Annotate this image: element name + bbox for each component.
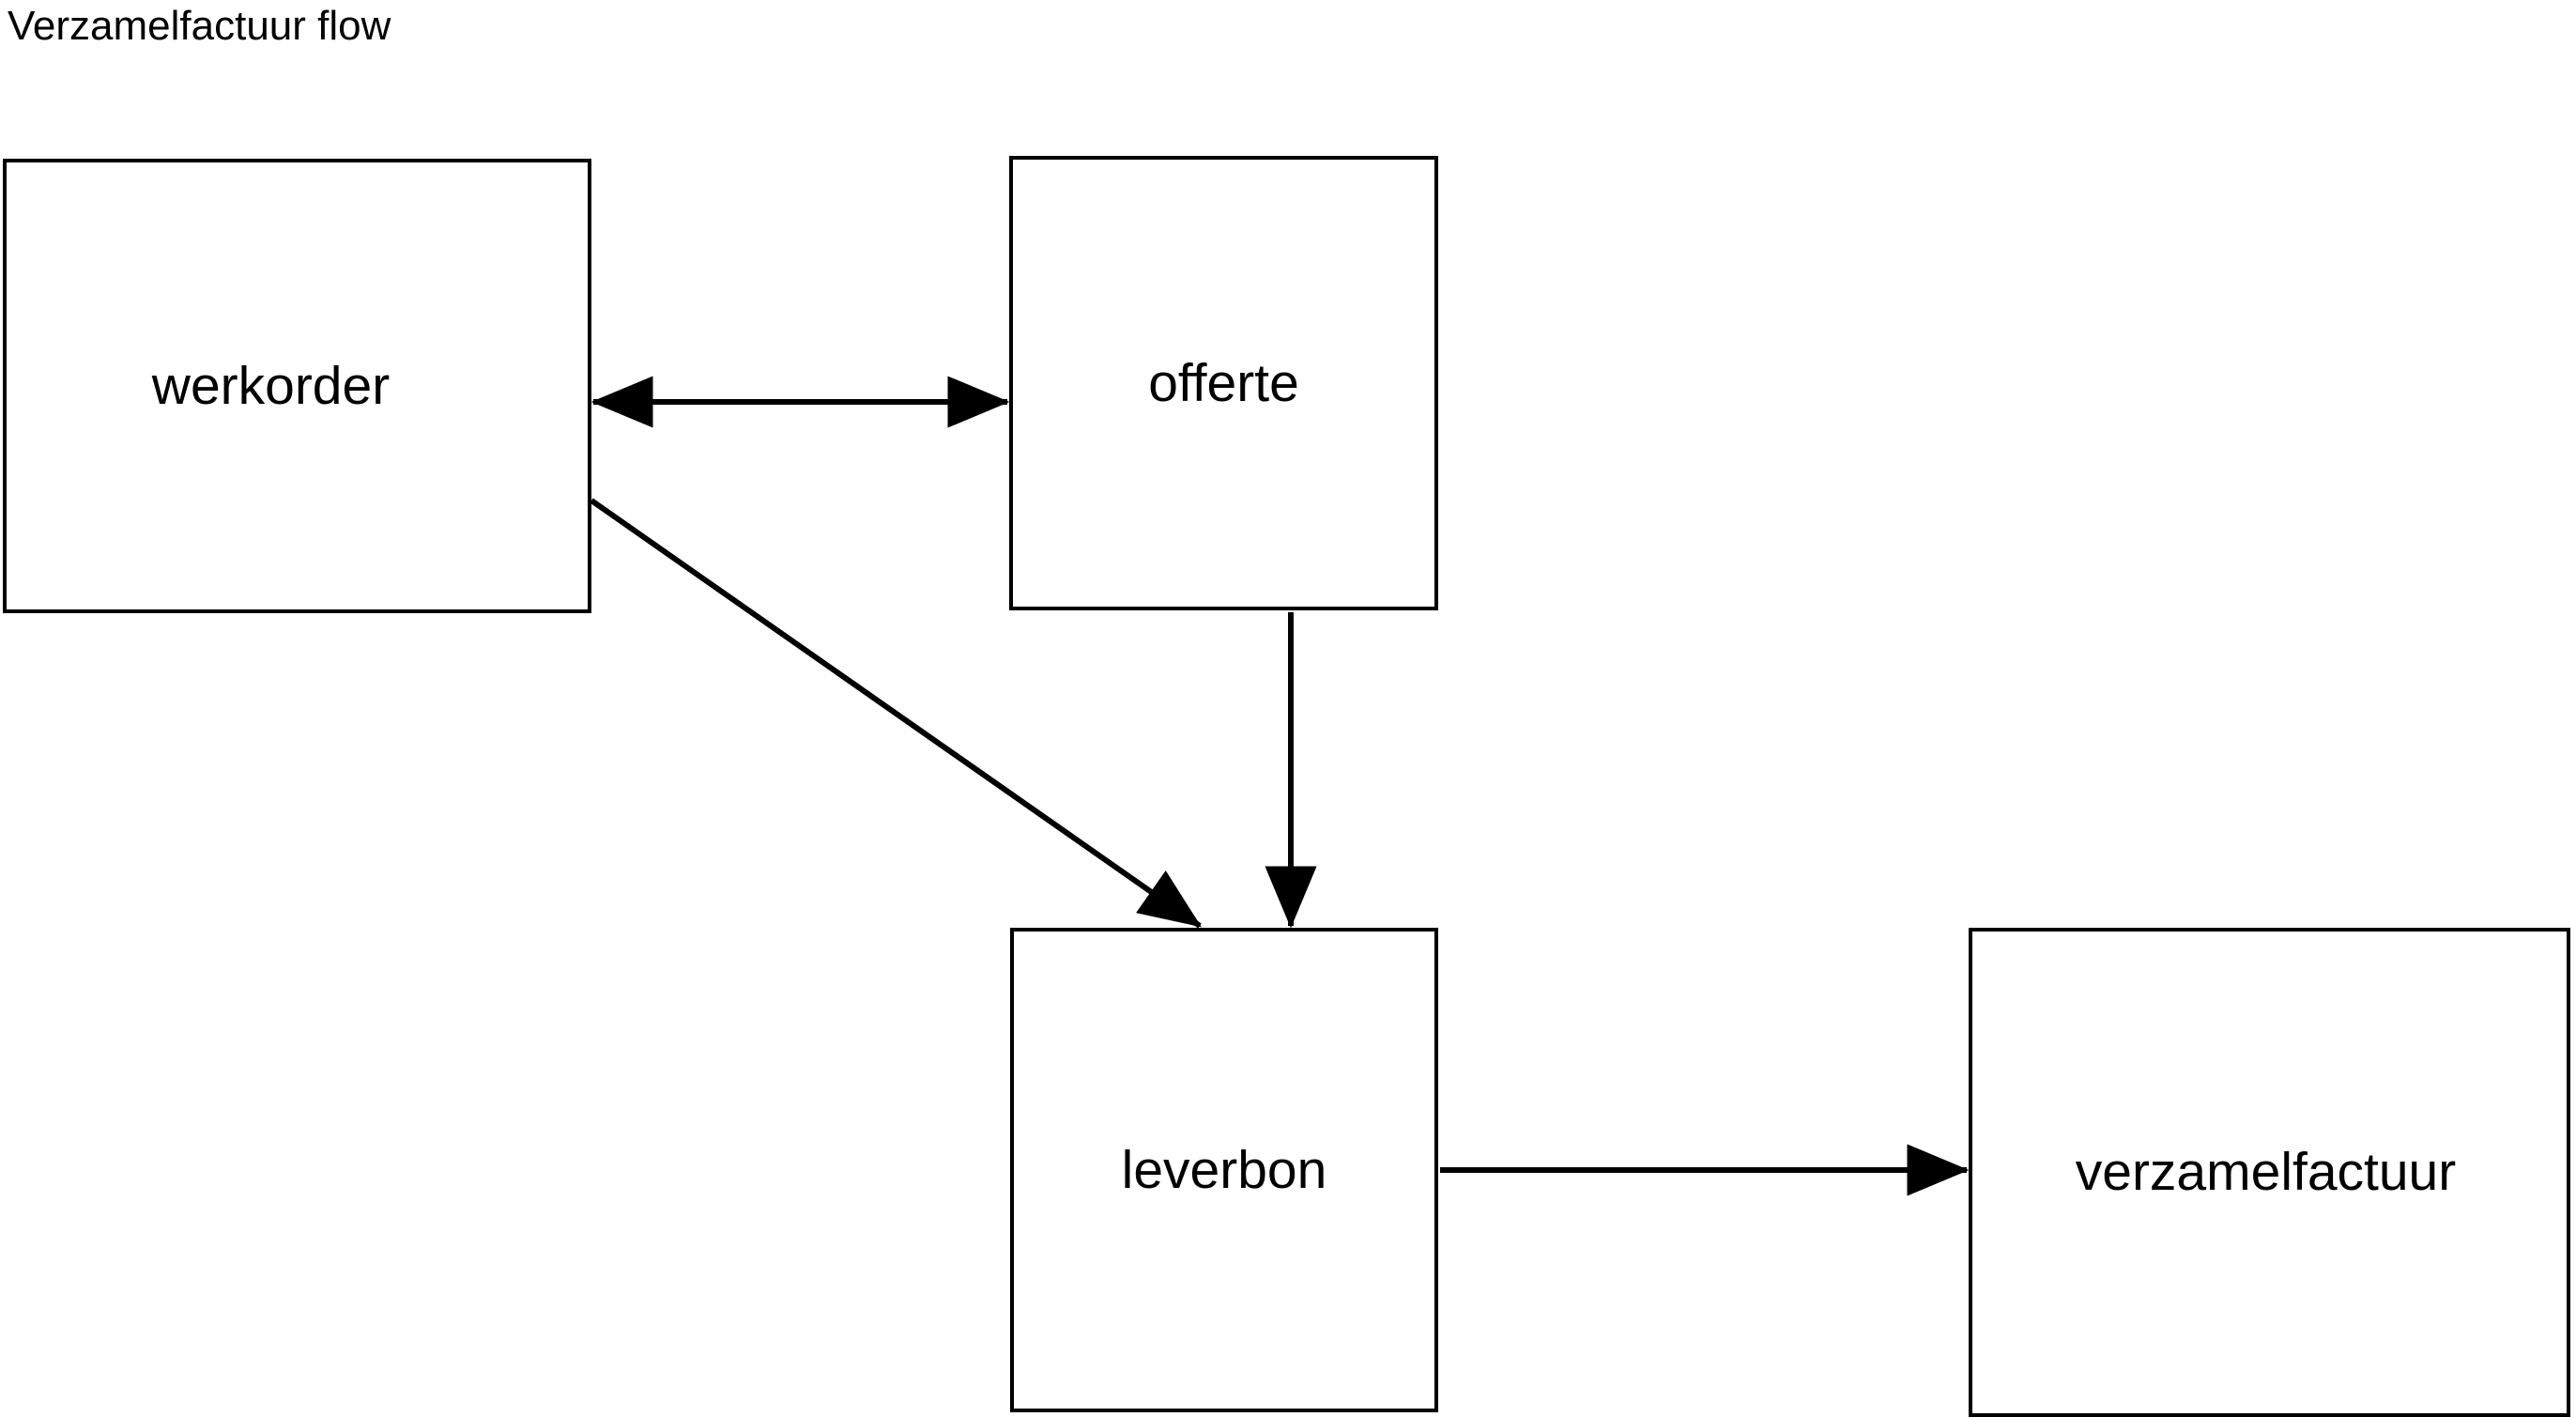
node-leverbon[interactable]: leverbon [1010,928,1438,1412]
node-offerte[interactable]: offerte [1009,156,1438,610]
node-verzamelfactuur[interactable]: verzamelfactuur [1969,928,2570,1417]
diagram-title: Verzamelfactuur flow [8,3,391,49]
node-offerte-label: offerte [1148,352,1299,413]
node-leverbon-label: leverbon [1121,1139,1327,1200]
node-werkorder-label: werkorder [151,355,391,416]
node-verzamelfactuur-label: verzamelfactuur [2075,1142,2457,1202]
node-werkorder[interactable]: werkorder [3,159,591,613]
